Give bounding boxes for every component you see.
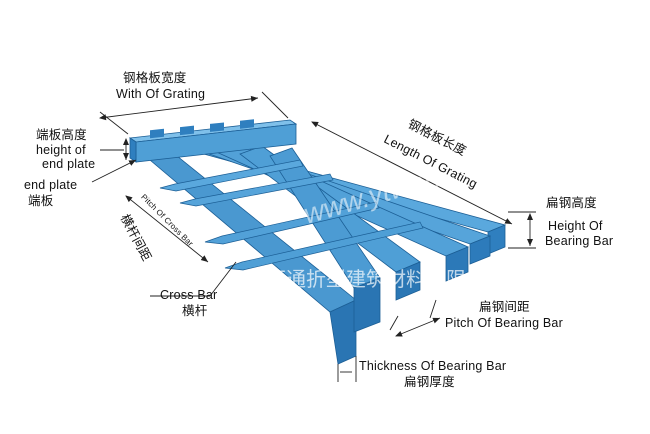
endplate-height-label-zh: 端板高度: [36, 127, 87, 142]
thickness-label-zh: 扁钢厚度: [404, 374, 455, 389]
width-label-en: With Of Grating: [116, 87, 206, 101]
end-plate-slot: [150, 128, 164, 139]
bearing-bar-4-side: [395, 261, 421, 301]
bearing-bar-3-side: [445, 246, 469, 282]
end-plate: [128, 119, 298, 163]
width-ext-left: [99, 111, 129, 135]
cross-bar-4: [224, 221, 424, 271]
length-dim-line: [311, 121, 513, 225]
bearing-height-label-en-2: Bearing Bar: [545, 234, 614, 248]
width-dim-line: [99, 95, 259, 121]
width-label-zh: 钢格板宽度: [123, 70, 187, 85]
bearing-bar-2-side: [469, 235, 491, 265]
endplate-height-label-en-2: end plate: [42, 157, 96, 171]
crossbar-pitch-dim: [125, 195, 209, 263]
watermark-company: 万通折型建筑材料有限公司: [266, 269, 506, 291]
bearing-height-label-en-1: Height Of: [548, 219, 603, 233]
end-plate-slot: [210, 122, 224, 132]
end-plate-left: [129, 137, 137, 163]
endplate-label-en: end plate: [24, 178, 78, 192]
endplate-leader: [91, 159, 137, 183]
end-plate-slot: [180, 125, 194, 136]
bearing-bar-5-side: [353, 277, 381, 333]
bearing-pitch-dim: [395, 317, 441, 337]
crossbar-label-en: Cross Bar: [160, 288, 218, 302]
thickness-label-en: Thickness Of Bearing Bar: [359, 359, 507, 373]
endplate-height-label-en-1: height of: [36, 143, 86, 157]
cross-bar-1: [159, 159, 304, 192]
crossbar-leader: [209, 261, 237, 297]
dimension-lines: [91, 91, 536, 382]
bearing-pitch-ext-1: [389, 315, 399, 331]
width-ext-right: [261, 91, 289, 119]
crossbar-label-zh: 横杆: [182, 303, 208, 318]
end-plate-slot: [240, 119, 254, 129]
endplate-label-zh: 端板: [28, 193, 54, 208]
bearing-height-label-zh: 扁钢高度: [546, 195, 597, 210]
bearing-pitch-label-zh: 扁钢间距: [479, 299, 530, 314]
bearing-pitch-label-en: Pitch Of Bearing Bar: [445, 316, 563, 330]
bearing-pitch-ext-2: [429, 299, 437, 319]
